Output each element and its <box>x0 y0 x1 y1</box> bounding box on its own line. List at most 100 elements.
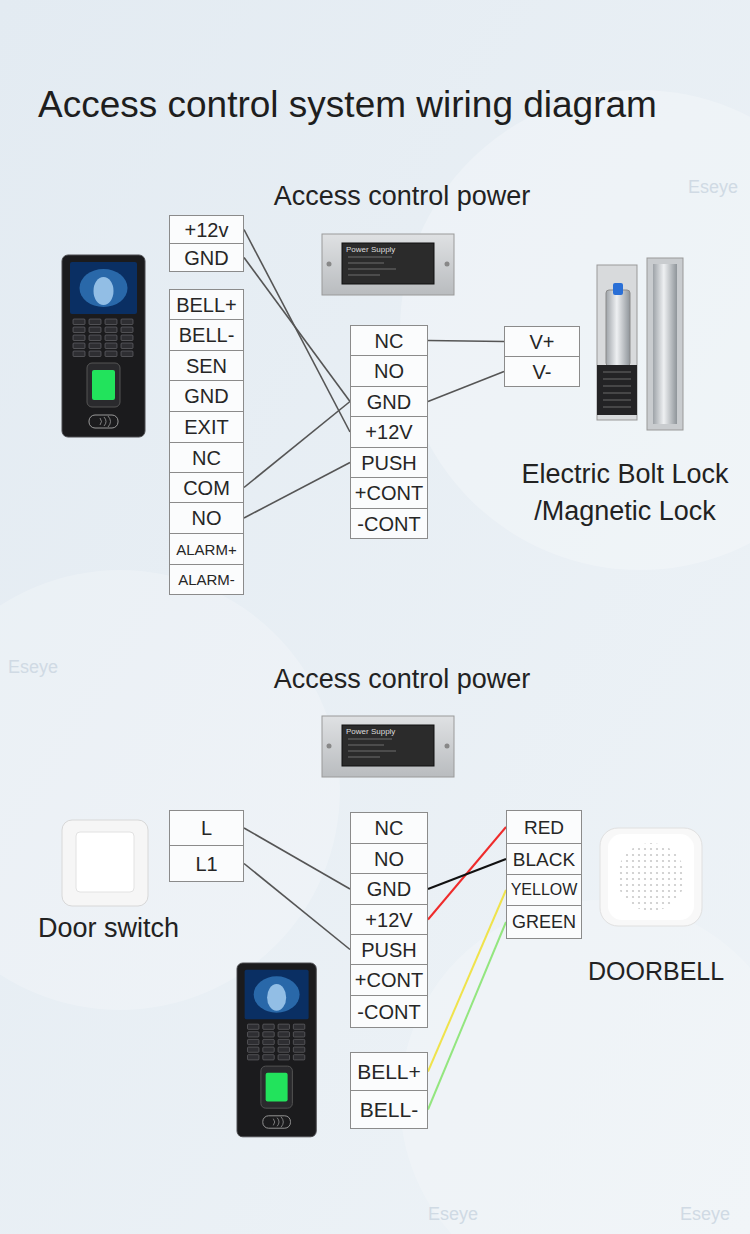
terminal-cell: GREEN <box>506 905 582 939</box>
door-switch-image <box>62 820 148 906</box>
terminal-cell: ALARM- <box>169 564 244 595</box>
device-name: DOORBELL <box>588 956 724 986</box>
terminal-cell: V+ <box>504 326 580 357</box>
terminal-cell: SEN <box>169 350 244 381</box>
terminal-cell: BELL- <box>350 1090 428 1129</box>
terminal-label: BELL+ <box>357 1061 421 1082</box>
terminal-label: ALARM+ <box>176 542 236 557</box>
terminal-label: SEN <box>186 356 227 376</box>
terminal-cell: BELL+ <box>350 1052 428 1091</box>
terminal-label: NC <box>192 448 221 468</box>
terminal-cell: V- <box>504 356 580 387</box>
terminal-cell: NO <box>169 502 244 534</box>
power-supply-image <box>322 234 454 295</box>
section-heading: Access control power <box>252 663 552 695</box>
terminal-cell: -CONT <box>350 995 428 1028</box>
device-name: Electric Bolt Lock /Magnetic Lock <box>505 456 745 530</box>
terminal-label: V- <box>533 362 552 382</box>
doorbell-image <box>600 828 702 926</box>
wire <box>244 258 350 402</box>
terminal-label: L1 <box>195 854 217 874</box>
watermark: Eseye <box>428 1203 478 1225</box>
terminal-cell: NC <box>350 325 428 356</box>
terminal-cell: +CONT <box>350 477 428 509</box>
terminal-cell: GND <box>350 873 428 905</box>
terminal-cell: BELL- <box>169 319 244 351</box>
watermark: Eseye <box>680 1203 730 1225</box>
terminal-label: L <box>201 818 212 838</box>
terminal-label: GND <box>367 392 411 412</box>
terminal-label: ALARM- <box>178 572 235 587</box>
section-heading: Access control power <box>252 180 552 212</box>
wire <box>428 859 506 889</box>
terminal-cell: ALARM+ <box>169 533 244 565</box>
terminal-label: PUSH <box>361 453 417 473</box>
terminal-label: NC <box>375 818 404 838</box>
magnetic-lock-image <box>647 258 683 430</box>
terminal-cell: GND <box>350 386 428 417</box>
terminal-cell: NC <box>350 812 428 844</box>
terminal-label: +12V <box>365 422 412 442</box>
wire <box>244 828 350 889</box>
terminal-label: EXIT <box>184 417 228 437</box>
terminal-cell: NO <box>350 355 428 387</box>
terminal-label: +12V <box>365 910 412 930</box>
terminal-cell: L1 <box>169 845 244 882</box>
terminal-cell: YELLOW <box>506 874 582 906</box>
wire <box>244 230 350 433</box>
terminal-cell: EXIT <box>169 411 244 443</box>
terminal-label: GND <box>184 386 228 406</box>
power-supply-image <box>322 716 454 777</box>
decor-circle <box>0 570 340 1010</box>
access-terminal-image <box>237 963 316 1137</box>
terminal-label: PUSH <box>361 940 417 960</box>
terminal-cell: +12V <box>350 416 428 448</box>
terminal-label: BELL- <box>360 1099 418 1120</box>
terminal-cell: PUSH <box>350 447 428 478</box>
watermark: Eseye <box>8 656 58 678</box>
access-terminal-image <box>62 255 145 437</box>
terminal-cell: L <box>169 810 244 846</box>
terminal-cell: +CONT <box>350 964 428 996</box>
device-print: Power Supply <box>346 727 395 737</box>
terminal-label: GREEN <box>512 913 576 931</box>
terminal-label: -CONT <box>357 514 420 534</box>
diagram-title: Access control system wiring diagram <box>38 84 657 126</box>
decor-circle <box>400 90 750 570</box>
device-name: Door switch <box>38 912 179 944</box>
terminal-label: GND <box>184 248 228 268</box>
terminal-label: GND <box>367 879 411 899</box>
terminal-label: NO <box>374 361 404 381</box>
terminal-label: BELL+ <box>176 295 237 315</box>
terminal-cell: COM <box>169 472 244 503</box>
terminal-label: +CONT <box>355 970 423 990</box>
terminal-label: COM <box>183 478 230 498</box>
terminal-cell: NO <box>350 843 428 874</box>
wire <box>244 864 350 950</box>
terminal-label: BLACK <box>513 850 575 869</box>
terminal-label: YELLOW <box>511 882 578 898</box>
wire <box>428 372 504 402</box>
terminal-cell: +12V <box>350 904 428 935</box>
watermark: Eseye <box>688 176 738 198</box>
wire <box>428 922 506 1110</box>
terminal-cell: -CONT <box>350 508 428 539</box>
terminal-label: V+ <box>529 332 554 352</box>
wire <box>244 402 350 488</box>
wire <box>244 463 350 519</box>
terminal-label: NC <box>375 331 404 351</box>
terminal-cell: GND <box>169 380 244 412</box>
device-print: Power Supply <box>346 245 395 255</box>
terminal-cell: PUSH <box>350 934 428 965</box>
wire <box>428 890 506 1072</box>
terminal-cell: +12v <box>169 215 244 244</box>
terminal-label: NO <box>192 508 222 528</box>
wire <box>428 341 504 342</box>
terminal-cell: RED <box>506 810 582 844</box>
terminal-cell: BELL+ <box>169 289 244 320</box>
wire <box>428 827 506 920</box>
terminal-label: RED <box>524 818 564 837</box>
terminal-label: BELL- <box>179 325 235 345</box>
